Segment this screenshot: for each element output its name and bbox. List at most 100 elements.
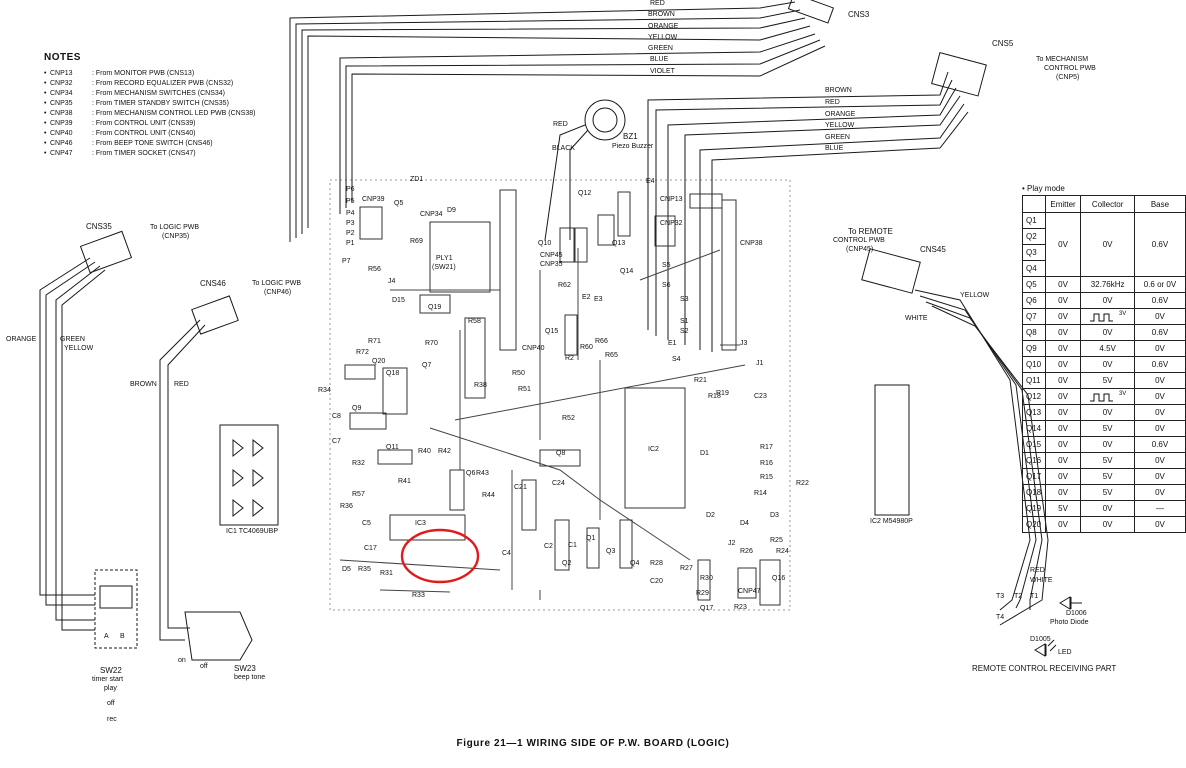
play-mode-cell: 0V [1044, 404, 1082, 421]
board-label-c23: C23 [754, 393, 767, 400]
sw22-switch [94, 569, 138, 649]
play-mode-transistor: Q11 [1022, 372, 1046, 389]
remote-part-label: REMOTE CONTROL RECEIVING PART [972, 664, 1117, 673]
note-code: CNP46 [50, 140, 73, 147]
board-label-d9: D9 [447, 207, 456, 214]
notes-list: •CNP13: From MONITOR PWB (CNS13)•CNP32: … [44, 69, 255, 159]
wire-top-6: VIOLET [650, 68, 675, 75]
board-label-e2: E2 [582, 294, 591, 301]
note-item: •CNP47: From TIMER SOCKET (CNS47) [44, 149, 255, 159]
play-mode-cell: 5V [1080, 452, 1135, 469]
play-mode-cell: 0V [1044, 356, 1082, 373]
play-mode-cell: 0V [1080, 404, 1135, 421]
board-label-r44: R44 [482, 492, 495, 499]
note-bullet: • [44, 150, 47, 157]
board-components [344, 189, 781, 606]
play-mode-cell: 0V [1044, 468, 1082, 485]
board-label-cnp39: CNP39 [362, 196, 385, 203]
note-text: : From TIMER STANDBY SWITCH (CNS35) [92, 100, 229, 107]
play-mode-transistor: Q3 [1022, 244, 1046, 261]
board-label-q13: Q13 [612, 240, 626, 247]
play-mode-cell: 0V [1080, 356, 1135, 373]
wire-remote-white: WHITE [905, 315, 928, 322]
board-label-p2: P2 [346, 230, 355, 237]
board-label-r36: R36 [340, 503, 353, 510]
cns45-label: CNS45 [920, 245, 946, 254]
board-label-r50: R50 [512, 370, 525, 377]
play-mode-header: Base [1133, 195, 1186, 213]
board-label-c7: C7 [332, 438, 341, 445]
play-mode-transistor: Q4 [1022, 260, 1046, 277]
wire-remote-red: RED [1030, 567, 1045, 574]
wire-left-orange: ORANGE [6, 336, 37, 343]
board-label-j3: J3 [740, 340, 748, 347]
note-text: : From MONITOR PWB (CNS13) [92, 70, 195, 77]
board-label-r33: R33 [412, 592, 425, 599]
play-mode-transistor: Q16 [1022, 452, 1046, 469]
notes-title: NOTES [44, 52, 81, 63]
board-label-c24: C24 [552, 480, 565, 487]
cns5-label: CNS5 [992, 39, 1014, 48]
play-mode-cell: 0V [1080, 212, 1135, 277]
board-label-d15: D15 [392, 297, 405, 304]
note-text: : From BEEP TONE SWITCH (CNS46) [92, 140, 213, 147]
play-mode-cell: 32.76kHz [1080, 276, 1135, 293]
cns35-label: CNS35 [86, 222, 112, 231]
board-label-r24: R24 [776, 548, 789, 555]
board-label-j4: J4 [388, 278, 396, 285]
board-label-q10: Q10 [538, 240, 552, 247]
board-label-r30: R30 [700, 575, 713, 582]
note-bullet: • [44, 70, 47, 77]
board-label-ic3: IC3 [415, 520, 426, 527]
play-mode-cell: 0V [1133, 516, 1186, 533]
wire-mech-0: BROWN [825, 87, 852, 94]
play-mode-cell: 0.6V [1133, 212, 1186, 277]
cns46-label: CNS46 [200, 279, 226, 288]
note-item: •CNP40: From CONTROL UNIT (CNS40) [44, 129, 255, 139]
play-mode-cell: 0V [1133, 468, 1186, 485]
sw22-a-label: A [104, 633, 109, 640]
cns3-connector [787, 0, 835, 24]
board-label-ply1: PLY1 [436, 255, 453, 262]
board-label-q15: Q15 [545, 328, 559, 335]
play-mode-cell: 0V [1080, 516, 1135, 533]
piezo-label: Piezo Buzzer [612, 143, 654, 150]
pulse-waveform-icon: 3V [1080, 308, 1135, 325]
board-label-r25: R25 [770, 537, 783, 544]
board-label-c8: C8 [332, 413, 341, 420]
board-label-q14: Q14 [620, 268, 634, 275]
play-mode-transistor: Q2 [1022, 228, 1046, 245]
ic1-label: IC1 TC4069UBP [226, 528, 279, 535]
note-code: CNP32 [50, 80, 73, 87]
board-label-c5: C5 [362, 520, 371, 527]
board-label-s1: S1 [680, 318, 689, 325]
sw22-b-label: B [120, 633, 125, 640]
board-label-q5: Q5 [394, 200, 404, 207]
to-remote-label-1: To REMOTE [848, 227, 893, 236]
wire-mech-5: BLUE [825, 145, 844, 152]
play-mode-cell: 0V [1044, 516, 1082, 533]
play-mode-cell: 5V [1080, 468, 1135, 485]
board-label-r22: R22 [796, 480, 809, 487]
board-label-d3: D3 [770, 512, 779, 519]
remote-t1: T1 [1030, 593, 1039, 600]
board-label-r17: R17 [760, 444, 773, 451]
note-bullet: • [44, 80, 47, 87]
note-text: : From MECHANISM CONTROL LED PWB (CNS38) [92, 110, 256, 117]
play-mode-cell: 5V [1080, 484, 1135, 501]
board-label-s2: S2 [680, 328, 689, 335]
play-mode-cell: 0V [1044, 276, 1082, 293]
remote-t2: T2 [1014, 593, 1023, 600]
remote-d1006: D1006 [1066, 610, 1087, 617]
note-item: •CNP32: From RECORD EQUALIZER PWB (CNS32… [44, 79, 255, 89]
board-label-p1: P1 [346, 240, 355, 247]
